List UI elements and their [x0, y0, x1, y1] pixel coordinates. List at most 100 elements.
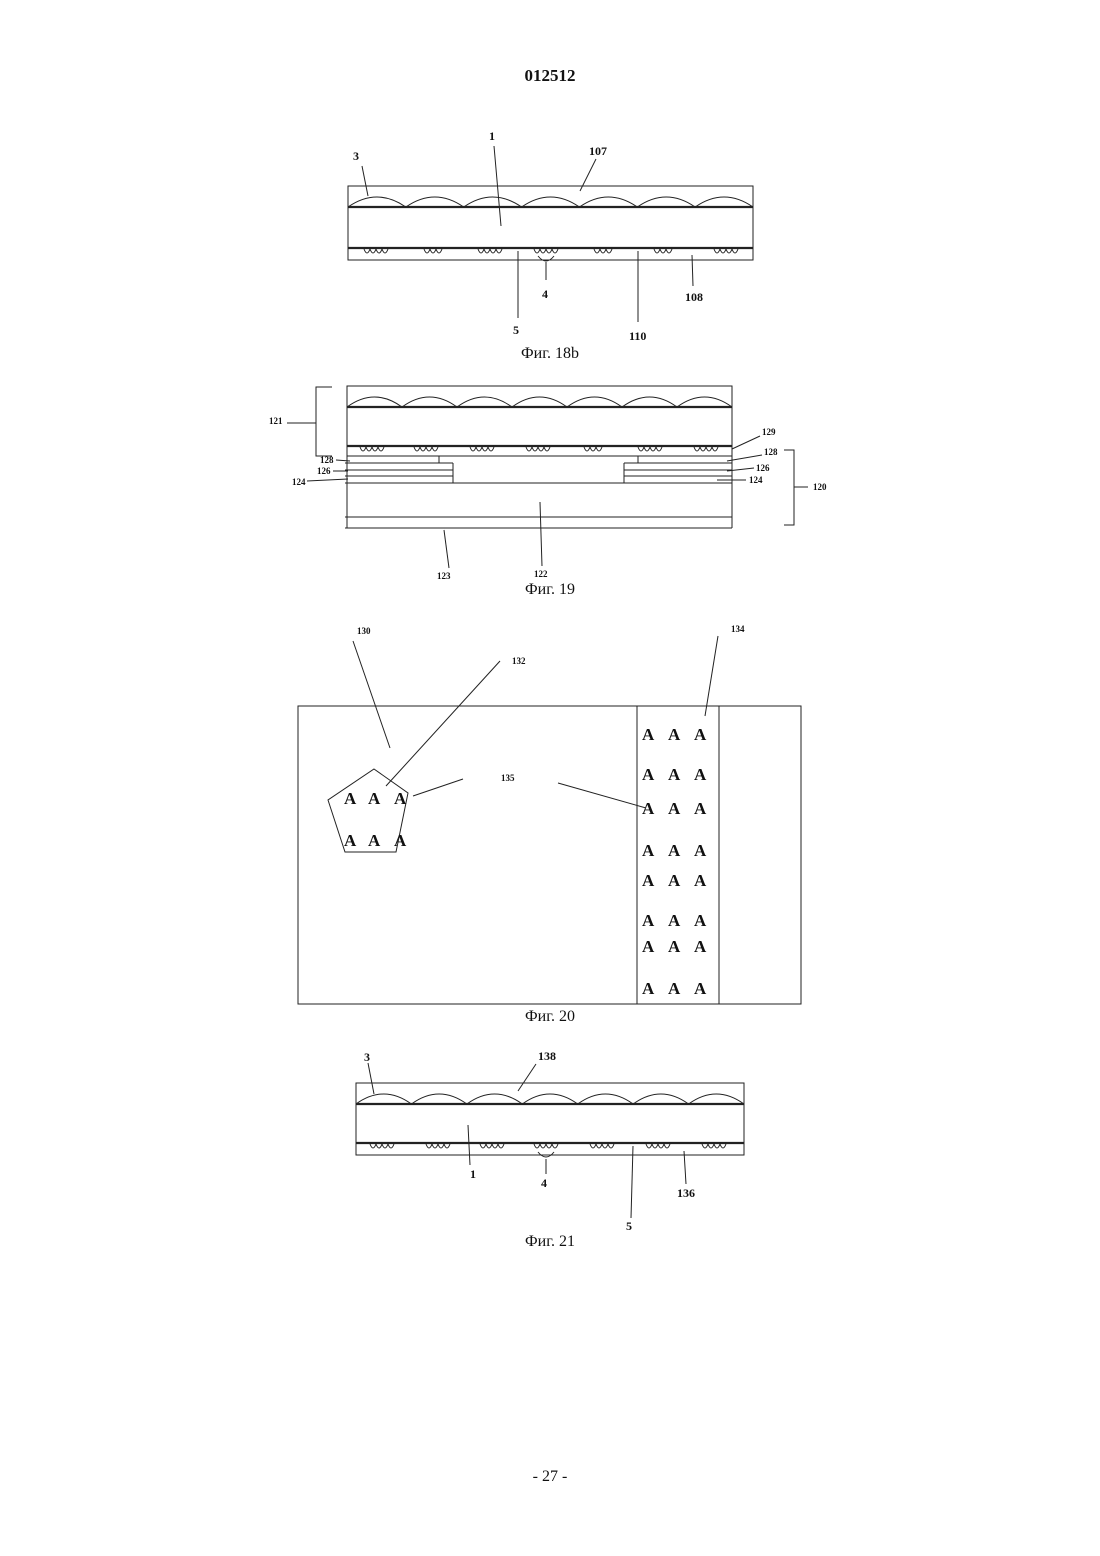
glyph-a: A — [694, 937, 707, 956]
fig21-label-1: 1 — [470, 1167, 476, 1181]
glyph-a: A — [642, 937, 655, 956]
glyph-a: A — [344, 789, 357, 808]
glyph-a: A — [694, 911, 707, 930]
glyph-a: A — [668, 911, 681, 930]
fig19-label-120: 120 — [813, 482, 827, 492]
fig19-lens-array — [347, 397, 732, 407]
glyph-a: A — [694, 979, 707, 998]
glyph-a: A — [694, 765, 707, 784]
fig19-label-128-right: 128 — [764, 447, 778, 457]
fig20-glyph-array: AAAAAAAAAAAAAAAAAAAAAAAAAAAAAA — [344, 725, 707, 998]
fig18b-micro-images — [364, 249, 738, 253]
glyph-a: A — [642, 841, 655, 860]
micro-image-group — [470, 447, 494, 451]
micro-image-group — [594, 249, 612, 253]
lens-element — [457, 397, 512, 407]
lens-element — [411, 1094, 466, 1104]
micro-image-group — [694, 447, 718, 451]
lens-element — [348, 197, 406, 207]
glyph-a: A — [668, 799, 681, 818]
glyph-a: A — [694, 871, 707, 890]
glyph-a: A — [368, 789, 381, 808]
glyph-a: A — [642, 911, 655, 930]
micro-image-group — [590, 1144, 614, 1148]
lens-element — [467, 1094, 522, 1104]
fig20-label-135: 135 — [501, 773, 515, 783]
fig18b-label-3: 3 — [353, 149, 359, 163]
fig18b-label-1: 1 — [489, 129, 495, 143]
micro-image-group — [414, 447, 438, 451]
lens-element — [637, 197, 695, 207]
lens-element — [347, 397, 402, 407]
lens-element — [677, 397, 732, 407]
fig19-label-121: 121 — [269, 416, 283, 426]
glyph-a: A — [694, 841, 707, 860]
fig19-caption: Фиг. 19 — [450, 581, 650, 599]
fig20-label-132: 132 — [512, 656, 526, 666]
fig18b-lens-array — [348, 197, 753, 207]
lens-element — [689, 1094, 744, 1104]
glyph-a: A — [668, 937, 681, 956]
glyph-a: A — [694, 799, 707, 818]
lens-element — [402, 397, 457, 407]
fig21-label-138: 138 — [538, 1049, 556, 1063]
micro-image-group — [426, 1144, 450, 1148]
glyph-a: A — [642, 799, 655, 818]
lens-element — [406, 197, 464, 207]
glyph-a: A — [642, 725, 655, 744]
fig20-document-130 — [298, 706, 801, 1004]
page-number: - 27 - — [0, 1468, 1100, 1486]
micro-image-group — [526, 447, 550, 451]
fig19-label-128-left: 128 — [320, 455, 334, 465]
glyph-a: A — [394, 789, 407, 808]
lens-element — [579, 197, 637, 207]
fig21-label-136: 136 — [677, 1186, 695, 1200]
lens-element — [567, 397, 622, 407]
micro-image-group — [638, 447, 662, 451]
micro-image-group — [370, 1144, 394, 1148]
lens-element — [633, 1094, 688, 1104]
figure-19: 121 128 126 124 129 128 126 124 120 123 … — [269, 386, 827, 581]
figure-20: AAAAAAAAAAAAAAAAAAAAAAAAAAAAAA 130 132 1… — [298, 624, 801, 1004]
micro-image-group — [424, 249, 442, 253]
micro-image-group — [534, 249, 558, 253]
fig18b-label-4: 4 — [542, 287, 548, 301]
fig20-label-134: 134 — [731, 624, 745, 634]
lens-element — [622, 397, 677, 407]
lens-element — [522, 197, 580, 207]
fig18b-caption: Фиг. 18b — [450, 345, 650, 363]
glyph-a: A — [642, 871, 655, 890]
glyph-a: A — [668, 979, 681, 998]
lens-element — [578, 1094, 633, 1104]
micro-image-group — [364, 249, 388, 253]
glyph-a: A — [668, 871, 681, 890]
lens-element — [356, 1094, 411, 1104]
micro-image-group — [714, 249, 738, 253]
micro-image-group — [702, 1144, 726, 1148]
glyph-a: A — [694, 725, 707, 744]
glyph-a: A — [668, 841, 681, 860]
lens-element — [464, 197, 522, 207]
micro-image-group — [480, 1144, 504, 1148]
fig19-micro-images — [360, 447, 718, 451]
fig18b-label-107: 107 — [589, 144, 607, 158]
figure-18b: 3 1 107 4 5 110 108 — [348, 129, 753, 343]
fig21-label-5: 5 — [626, 1219, 632, 1233]
glyph-a: A — [368, 831, 381, 850]
glyph-a: A — [394, 831, 407, 850]
fig18b-label-110: 110 — [629, 329, 646, 343]
glyph-a: A — [642, 979, 655, 998]
fig18b-label-108: 108 — [685, 290, 703, 304]
micro-image-group — [360, 447, 384, 451]
glyph-a: A — [642, 765, 655, 784]
fig20-label-130: 130 — [357, 626, 371, 636]
lens-element — [522, 1094, 577, 1104]
micro-image-group — [654, 249, 672, 253]
fig21-caption: Фиг. 21 — [450, 1233, 650, 1251]
micro-image-group — [646, 1144, 670, 1148]
fig19-label-126-left: 126 — [317, 466, 331, 476]
fig20-caption: Фиг. 20 — [450, 1008, 650, 1026]
figure-21: 3 138 1 4 136 5 — [356, 1049, 744, 1233]
glyph-a: A — [668, 725, 681, 744]
